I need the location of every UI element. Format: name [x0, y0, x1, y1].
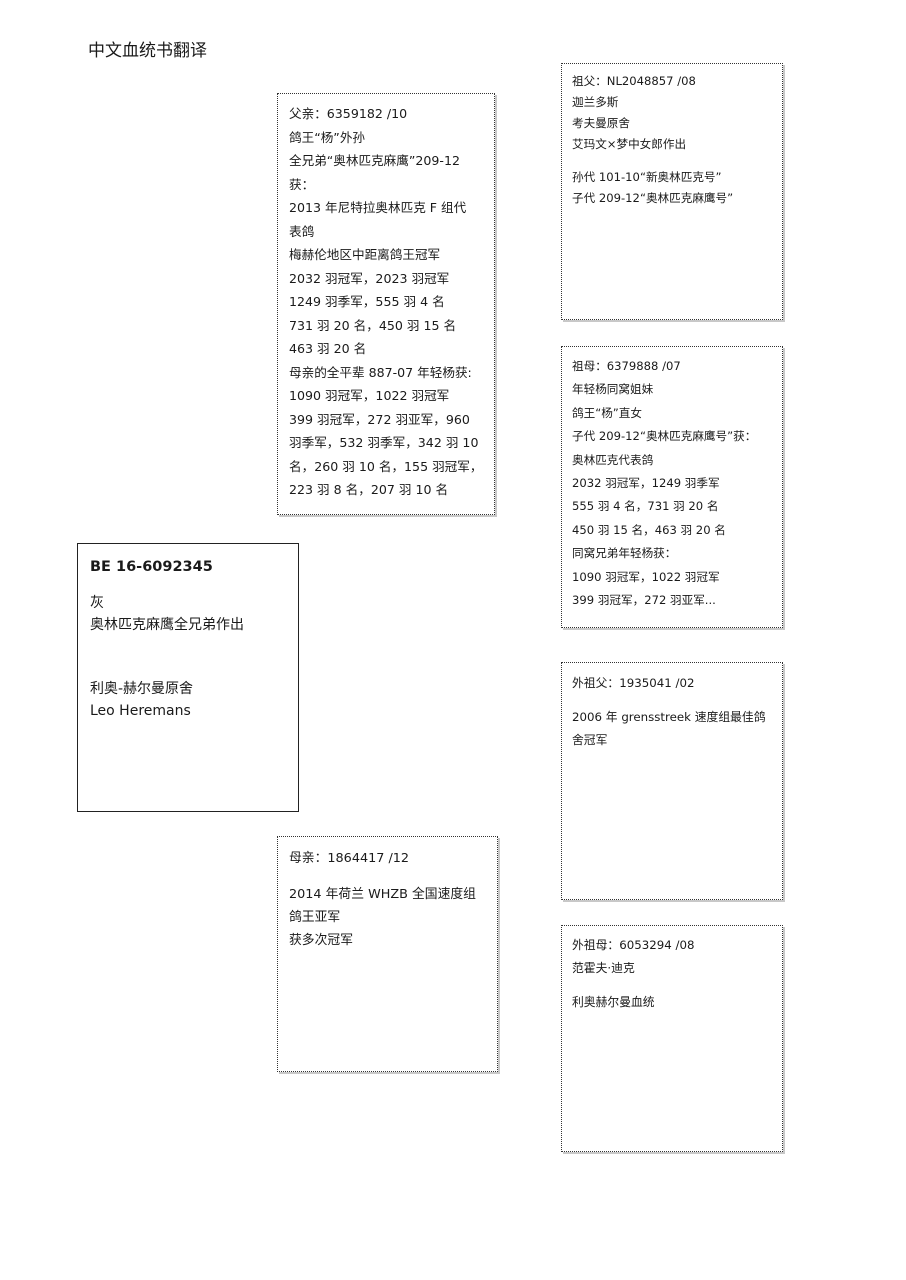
granddam-line: 450 羽 15 名，463 羽 20 名 [572, 522, 726, 537]
sire-line: 母亲的全平辈 887-07 年轻杨获: [289, 364, 472, 380]
maternal-granddam-line: 范霍夫·迪克 [572, 960, 635, 975]
sire-box: 父亲：6359182 /10 鸽王“杨”外孙 全兄弟“奥林匹克麻鹰”209-12… [277, 93, 495, 515]
subject-ring-number: BE 16-6092345 [90, 559, 213, 575]
sire-line: 2032 羽冠军，2023 羽冠军 [289, 270, 450, 286]
granddam-line: 奥林匹克代表鸽 [572, 452, 654, 467]
dam-box: 母亲：1864417 /12 2014 年荷兰 WHZB 全国速度组 鸽王亚军 … [277, 836, 498, 1072]
sire-line: 表鸽 [289, 223, 315, 239]
sire-line: 731 羽 20 名，450 羽 15 名 [289, 317, 457, 333]
sire-line: 1249 羽季军，555 羽 4 名 [289, 294, 445, 309]
page-title: 中文血统书翻译 [88, 41, 207, 61]
granddam-line: 祖母：6379888 /07 [572, 359, 681, 373]
maternal-grandsire-line: 2006 年 grensstreek 速度组最佳鸽舍冠军 [572, 710, 766, 747]
sire-line: 399 羽冠军，272 羽亚军，960 [289, 411, 470, 427]
granddam-box: 祖母：6379888 /07 年轻杨同窝姐妹 鸽王“杨”直女 子代 209-12… [561, 346, 783, 628]
maternal-grandsire-box: 外祖父：1935041 /02 2006 年 grensstreek 速度组最佳… [561, 662, 783, 900]
granddam-line: 555 羽 4 名，731 羽 20 名 [572, 499, 719, 514]
granddam-line: 1090 羽冠军，1022 羽冠军 [572, 569, 720, 584]
sire-line: 463 羽 20 名 [289, 341, 367, 356]
granddam-line: 2032 羽冠军，1249 羽季军 [572, 476, 720, 491]
maternal-granddam-box: 外祖母：6053294 /08 范霍夫·迪克 利奥赫尔曼血统 [561, 925, 783, 1152]
sire-line: 全兄弟“奥林匹克麻鹰”209-12 [289, 153, 460, 168]
subject-color: 灰 [90, 595, 104, 611]
grandsire-line: 艾玛文×梦中女郎作出 [572, 137, 687, 151]
granddam-line: 399 羽冠军，272 羽亚军... [572, 593, 716, 608]
dam-line: 2014 年荷兰 WHZB 全国速度组 [289, 886, 476, 902]
sire-line: 梅赫伦地区中距离鸽王冠军 [289, 247, 441, 262]
grandsire-line: 孙代 101-10“新奥林匹克号” [572, 169, 722, 184]
granddam-line: 子代 209-12“奥林匹克麻鹰号”获： [572, 429, 757, 444]
sire-line: 羽季军，532 羽季军，342 羽 10 [289, 435, 479, 450]
dam-line: 获多次冠军 [289, 932, 353, 948]
maternal-grandsire-line: 外祖父：1935041 /02 [572, 676, 695, 690]
sire-line: 鸽王“杨”外孙 [289, 129, 366, 145]
sire-line: 父亲：6359182 /10 [289, 106, 408, 121]
dam-line: 鸽王亚军 [289, 909, 341, 925]
grandsire-line: 祖父：NL2048857 /08 [572, 74, 696, 88]
granddam-line: 鸽王“杨”直女 [572, 405, 642, 420]
subject-breeder-en: Leo Heremans [90, 703, 191, 719]
sire-line: 名，260 羽 10 名，155 羽冠军， [289, 458, 483, 474]
sire-line: 2013 年尼特拉奥林匹克 F 组代 [289, 200, 467, 215]
grandsire-line: 考夫曼原舍 [572, 116, 630, 130]
maternal-granddam-line: 利奥赫尔曼血统 [572, 994, 655, 1009]
grandsire-line: 子代 209-12“奥林匹克麻鹰号” [572, 190, 734, 205]
sire-line: 1090 羽冠军，1022 羽冠军 [289, 388, 450, 403]
sire-line: 223 羽 8 名，207 羽 10 名 [289, 482, 449, 497]
maternal-granddam-line: 外祖母：6053294 /08 [572, 938, 695, 952]
sire-line: 获： [289, 176, 315, 192]
grandsire-line: 迦兰多斯 [572, 95, 619, 109]
subject-note: 奥林匹克麻鹰全兄弟作出 [90, 617, 244, 633]
granddam-line: 同窝兄弟年轻杨获： [572, 546, 677, 561]
grandsire-box: 祖父：NL2048857 /08 迦兰多斯 考夫曼原舍 艾玛文×梦中女郎作出 孙… [561, 63, 783, 320]
granddam-line: 年轻杨同窝姐妹 [572, 382, 654, 397]
subject-breeder-cn: 利奥-赫尔曼原舍 [90, 681, 194, 697]
dam-line: 母亲：1864417 /12 [289, 851, 410, 866]
subject-pigeon-box: BE 16-6092345 灰 奥林匹克麻鹰全兄弟作出 利奥-赫尔曼原舍 Leo… [77, 543, 299, 812]
